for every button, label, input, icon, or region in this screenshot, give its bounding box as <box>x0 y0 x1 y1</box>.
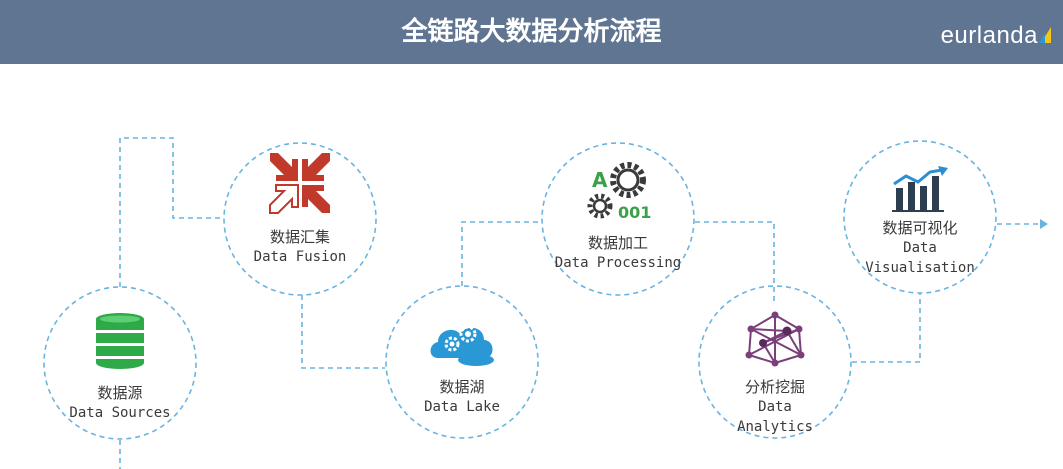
logo-mark-icon <box>1039 27 1051 43</box>
node-data-lake: 数据湖 Data Lake <box>387 377 537 417</box>
connector-lake-processing <box>461 221 542 286</box>
node-circle-viz <box>843 140 997 294</box>
node-data-lake-cn: 数据湖 <box>439 378 485 396</box>
icon-text-001: 001 <box>618 203 651 222</box>
node-data-visualisation-en-line2: Visualisation <box>865 260 975 276</box>
connector-sources-fusion <box>119 137 224 287</box>
node-data-analytics-cn: 分析挖掘 <box>744 378 805 396</box>
node-circle-fusion <box>223 142 377 296</box>
connector-analytics-viz <box>852 293 921 363</box>
node-data-processing-en: Data Processing <box>554 255 682 271</box>
arrows-converge-icon <box>269 153 330 214</box>
node-data-processing: 数据加工 Data Processing <box>533 233 703 273</box>
gears-binary-icon: A 001 <box>587 162 651 222</box>
header-bar <box>0 0 1063 64</box>
page-title: 全链路大数据分析流程 <box>401 17 662 47</box>
icon-text-a: A <box>592 168 608 192</box>
node-data-visualisation-cn: 数据可视化 <box>882 219 958 237</box>
network-graph-icon <box>745 311 805 367</box>
node-data-analytics: 分析挖掘 Data Analytics <box>700 377 850 437</box>
connector-fusion-lake <box>301 295 385 369</box>
node-data-sources-en: Data Sources <box>69 405 171 421</box>
node-circle-analytics <box>698 285 852 439</box>
node-data-sources: 数据源 Data Sources <box>45 383 195 423</box>
node-data-sources-cn: 数据源 <box>97 384 143 402</box>
node-data-lake-en: Data Lake <box>424 399 500 415</box>
node-data-fusion: 数据汇集 Data Fusion <box>225 227 375 267</box>
node-data-fusion-en: Data Fusion <box>253 249 347 265</box>
node-data-processing-cn: 数据加工 <box>587 234 648 252</box>
arrow-out-icon <box>1040 219 1048 229</box>
bar-chart-icon <box>892 166 948 212</box>
node-circle-sources <box>43 286 197 440</box>
node-circle-processing <box>541 142 695 296</box>
brand-logo-text: eurlanda <box>940 22 1038 49</box>
node-data-visualisation-en-line1: Data <box>903 240 937 256</box>
node-data-analytics-en-line1: Data <box>758 399 792 415</box>
node-data-visualisation: 数据可视化 Data Visualisation <box>845 218 995 278</box>
cloud-gears-icon <box>430 325 494 366</box>
node-data-analytics-en-line2: Analytics <box>737 419 813 435</box>
database-icon <box>96 313 144 369</box>
brand-logo: eurlanda <box>941 22 1053 52</box>
node-circle-lake <box>385 285 539 439</box>
connector-processing-analytics <box>695 221 775 305</box>
node-data-fusion-cn: 数据汇集 <box>269 228 330 246</box>
